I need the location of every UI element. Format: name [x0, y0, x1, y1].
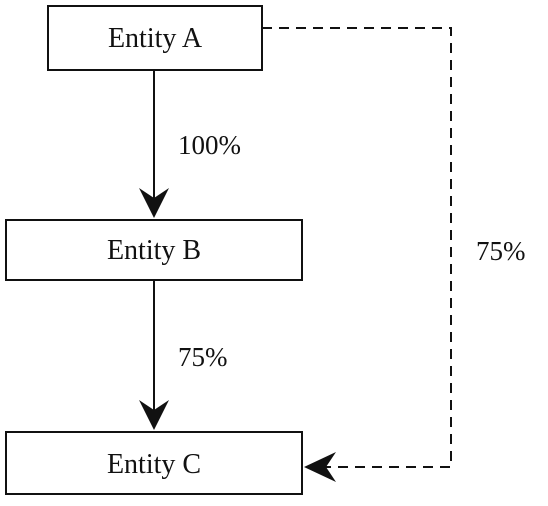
- edge-a-to-c: 75%: [262, 27, 526, 482]
- edge-a-to-c-line: [262, 27, 452, 468]
- edge-a-to-b-arrowhead: [139, 188, 169, 218]
- node-entity-c-box: [5, 431, 303, 495]
- edge-b-to-c-label: 75%: [178, 342, 228, 372]
- edge-a-to-c-arrowhead: [304, 452, 336, 482]
- node-entity-a-box: [47, 5, 263, 71]
- node-entity-b: Entity B: [5, 219, 303, 281]
- node-entity-b-box: [5, 219, 303, 281]
- node-entity-b-label: Entity B: [107, 235, 201, 266]
- edge-b-to-c: 75%: [139, 280, 228, 430]
- edge-a-to-b: 100%: [139, 70, 241, 218]
- node-entity-a-label: Entity A: [108, 23, 203, 54]
- edge-b-to-c-arrowhead: [139, 400, 169, 430]
- node-entity-c-label: Entity C: [107, 449, 201, 480]
- node-entity-c: Entity C: [5, 431, 303, 495]
- node-entity-a: Entity A: [47, 5, 263, 71]
- edge-a-to-b-label: 100%: [178, 130, 241, 160]
- edge-a-to-c-label: 75%: [476, 236, 526, 266]
